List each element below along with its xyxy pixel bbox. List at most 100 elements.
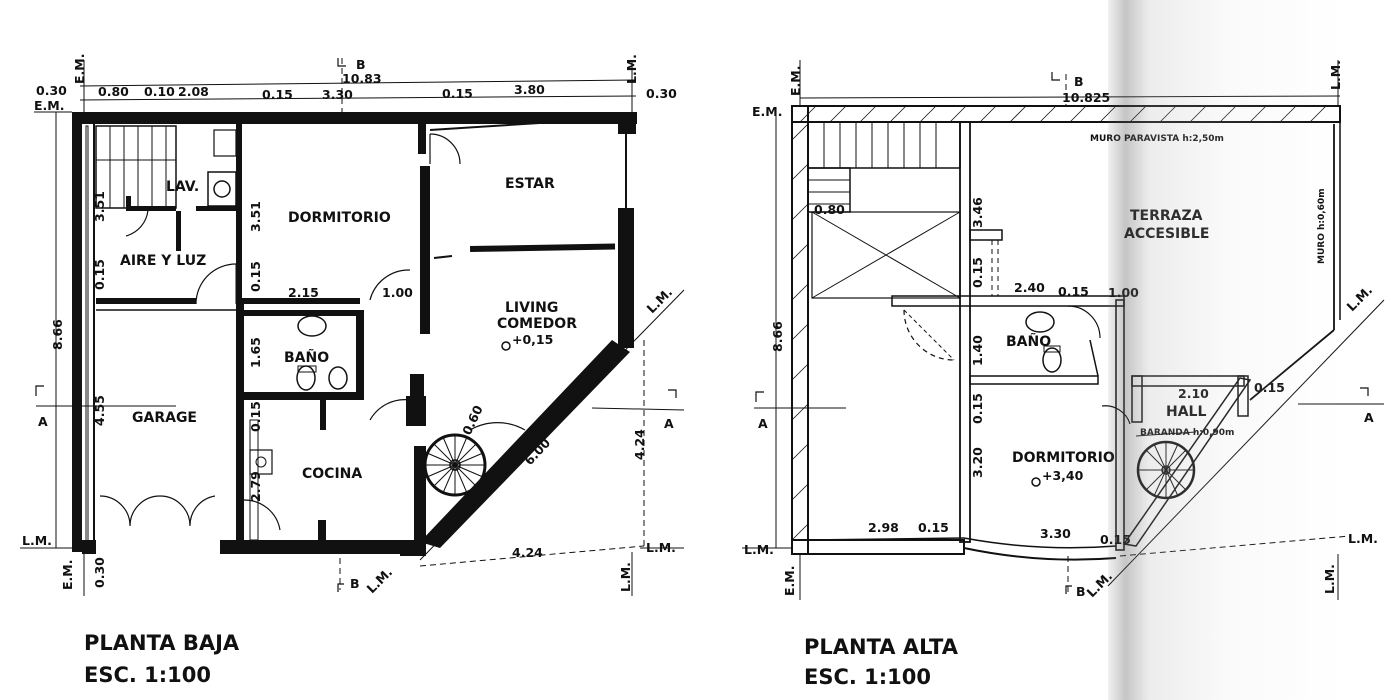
dim-455: 4.55 xyxy=(92,395,107,426)
estar-label: ESTAR xyxy=(505,176,555,192)
dim-015-a: 0.15 xyxy=(262,87,293,102)
em-marker-top-left-vert: E.M. xyxy=(72,54,87,84)
upper-dormitorio-label: DORMITORIO xyxy=(1012,450,1115,466)
em-marker-top: E.M. xyxy=(34,98,64,113)
upper-level-label: +3,40 xyxy=(1042,468,1084,483)
section-a-left: A xyxy=(38,414,48,429)
upper-floor-stair xyxy=(807,121,961,361)
ground-floor-doors xyxy=(99,133,526,531)
dormitorio-label: DORMITORIO xyxy=(288,210,391,226)
upper-dim-015-d: 0.15 xyxy=(970,393,985,424)
dim-208: 2.08 xyxy=(178,84,209,99)
ground-floor-bathroom-fixtures xyxy=(249,315,348,541)
upper-dim-015-f: 0.15 xyxy=(1100,532,1131,547)
upper-dim-320: 3.20 xyxy=(970,447,985,478)
upper-em-marker-top: E.M. xyxy=(752,104,782,119)
dim-165: 1.65 xyxy=(248,337,263,368)
hall-label: HALL xyxy=(1166,404,1206,420)
ground-level-label: +0,15 xyxy=(512,332,553,347)
upper-floor-bathroom-fixtures xyxy=(1025,305,1131,425)
ground-floor-scale: ESC. 1:100 xyxy=(84,663,211,687)
upper-section-b-top: B xyxy=(1074,74,1084,89)
upper-floor-title: PLANTA ALTA xyxy=(804,635,959,659)
dim-010: 0.10 xyxy=(144,84,175,99)
dim-030-top: 0.30 xyxy=(36,83,67,98)
dim-015-k: 0.15 xyxy=(248,401,263,432)
upper-em-marker-bottom: E.M. xyxy=(782,566,797,596)
ground-floor-dimension-lines xyxy=(20,58,685,596)
upper-floor-plan: TERRAZA ACCESIBLE BAÑO HALL DORMITORIO +… xyxy=(742,60,1385,689)
upper-dim-total-width: 10.825 xyxy=(1062,90,1110,105)
lm-marker-right-vert: L.M. xyxy=(618,562,633,592)
upper-bano-label: BAÑO xyxy=(1006,333,1051,350)
dim-330: 3.30 xyxy=(322,87,353,102)
dim-866: 8.66 xyxy=(50,319,65,350)
upper-dim-330: 3.30 xyxy=(1040,526,1071,541)
upper-section-b-bottom: B xyxy=(1076,584,1086,599)
section-b-top: B xyxy=(356,57,366,72)
upper-lm-marker-bottom-left: L.M. xyxy=(744,542,774,557)
section-b-bottom: B xyxy=(350,576,360,591)
dim-030-right: 0.30 xyxy=(646,86,677,101)
upper-dim-140: 1.40 xyxy=(970,335,985,366)
accesible-label: ACCESIBLE xyxy=(1124,226,1209,242)
upper-section-a-right: A xyxy=(1364,410,1374,425)
dim-424-h: 4.24 xyxy=(512,545,543,560)
section-a-right: A xyxy=(664,416,674,431)
dim-015-b: 0.15 xyxy=(442,86,473,101)
upper-floor-scale: ESC. 1:100 xyxy=(804,665,931,689)
upper-dim-015-e: 0.15 xyxy=(918,520,949,535)
dim-060: 0.60 xyxy=(459,403,486,438)
ground-floor-stair-straight xyxy=(95,125,237,209)
dim-424-v: 4.24 xyxy=(632,429,647,460)
lm-marker-diag-top: L.M. xyxy=(644,284,676,316)
upper-lm-marker-right-vert: L.M. xyxy=(1322,564,1337,594)
dim-380: 3.80 xyxy=(514,82,545,97)
upper-section-a-left: A xyxy=(758,416,768,431)
cocina-label: COCINA xyxy=(302,466,362,482)
em-marker-bottom: E.M. xyxy=(60,560,75,590)
em-marker-top-right: L.M. xyxy=(624,54,639,84)
ground-floor-spiral-stair xyxy=(423,433,487,497)
upper-floor-spiral-stair xyxy=(1136,440,1196,500)
muro-note: MURO h:0,60m xyxy=(1317,188,1327,264)
lm-marker-bottom-right: L.M. xyxy=(646,540,676,555)
bano-label: BAÑO xyxy=(284,349,329,366)
upper-dim-298: 2.98 xyxy=(868,520,899,535)
upper-dim-100: 1.00 xyxy=(1108,285,1139,300)
aire-luz-label: AIRE Y LUZ xyxy=(120,253,206,269)
living-label: LIVING xyxy=(505,300,558,316)
upper-dim-210: 2.10 xyxy=(1178,386,1209,401)
upper-dim-015-b: 0.15 xyxy=(1058,284,1089,299)
upper-lm-marker-bottom-right: L.M. xyxy=(1348,531,1378,546)
upper-dim-080: 0.80 xyxy=(814,202,845,217)
terraza-label: TERRAZA xyxy=(1130,208,1203,224)
dim-total-width: 10.83 xyxy=(342,71,382,86)
dim-030-bottom: 0.30 xyxy=(92,557,107,588)
upper-lm-marker-diag-top: L.M. xyxy=(1344,282,1376,314)
upper-dim-015-a: 0.15 xyxy=(970,257,985,288)
comedor-label: COMEDOR xyxy=(497,316,577,332)
upper-floor-walls xyxy=(791,105,1341,561)
ground-floor-plan: LAV. DORMITORIO ESTAR AIRE Y LUZ LIVING … xyxy=(20,54,685,687)
upper-dim-240: 2.40 xyxy=(1014,280,1045,295)
upper-dim-015-c: 0.15 xyxy=(1254,380,1285,395)
dim-351-mid: 3.51 xyxy=(248,201,263,232)
upper-em-marker-top-vert: E.M. xyxy=(788,66,803,96)
dim-100: 1.00 xyxy=(382,285,413,300)
upper-lm-marker-top-right: L.M. xyxy=(1328,60,1343,90)
ground-floor-title: PLANTA BAJA xyxy=(84,631,240,655)
upper-floor-dimension-lines xyxy=(742,60,1385,600)
dim-080: 0.80 xyxy=(98,84,129,99)
ground-floor-walls xyxy=(72,112,637,556)
dim-215: 2.15 xyxy=(288,285,319,300)
muro-paravista-note: MURO PARAVISTA h:2,50m xyxy=(1090,134,1224,144)
baranda-note: BARANDA h:0,90m xyxy=(1140,428,1234,438)
upper-dim-866: 8.66 xyxy=(770,321,785,352)
dim-351-left: 3.51 xyxy=(92,191,107,222)
upper-dim-346: 3.46 xyxy=(970,197,985,228)
dim-279: 2.79 xyxy=(248,471,263,502)
lav-label: LAV. xyxy=(166,179,199,195)
garage-label: GARAGE xyxy=(132,410,197,426)
